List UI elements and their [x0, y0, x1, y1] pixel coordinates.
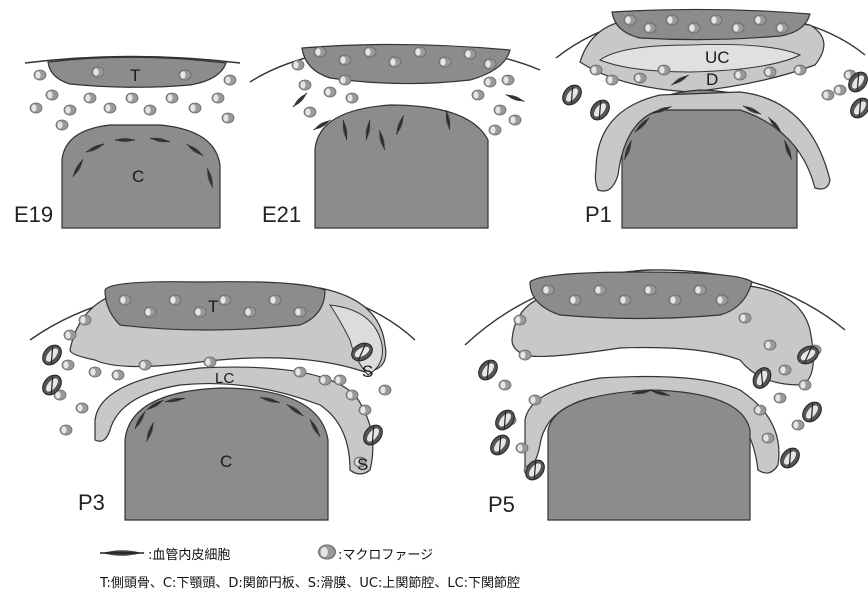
legend-endothelial-icon — [100, 550, 144, 556]
p1-upper-cavity-label: UC — [705, 48, 730, 67]
legend-macrophage-label: :マクロファージ — [338, 544, 433, 563]
panel-label-e21: E21 — [262, 202, 301, 228]
p3-temporal-label: T — [208, 297, 218, 316]
panel-p5 — [465, 270, 845, 520]
p3-synovium-label-upper: S — [362, 362, 373, 381]
p3-lower-cavity-label: LC — [215, 370, 234, 387]
panel-label-p5: P5 — [488, 492, 515, 518]
panel-p1: UC D — [556, 9, 868, 228]
panel-label-e19: E19 — [14, 202, 53, 228]
p1-disc-label: D — [706, 70, 718, 89]
panel-p3: T LC C S S — [30, 282, 415, 520]
panel-label-p3: P3 — [78, 490, 105, 516]
e19-condyle-label: C — [132, 167, 144, 186]
panel-e21 — [250, 44, 540, 228]
p3-condyle-label: C — [220, 452, 232, 471]
legend-endothelial-label: :血管内皮細胞 — [148, 544, 230, 563]
e19-temporal-label: T — [130, 66, 140, 85]
p5-temporal-bone — [530, 272, 752, 319]
panel-label-p1: P1 — [585, 202, 612, 228]
p5-condyle — [548, 390, 750, 520]
panel-e19: T C — [25, 57, 240, 229]
legend-macrophage-icon — [319, 545, 336, 559]
p3-synovium-label-lower: S — [357, 455, 368, 474]
e21-temporal-bone — [302, 44, 510, 83]
legend-abbreviations: T:側頭骨、C:下顎頭、D:関節円板、S:滑膜、UC:上関節腔、LC:下関節腔 — [100, 572, 520, 591]
